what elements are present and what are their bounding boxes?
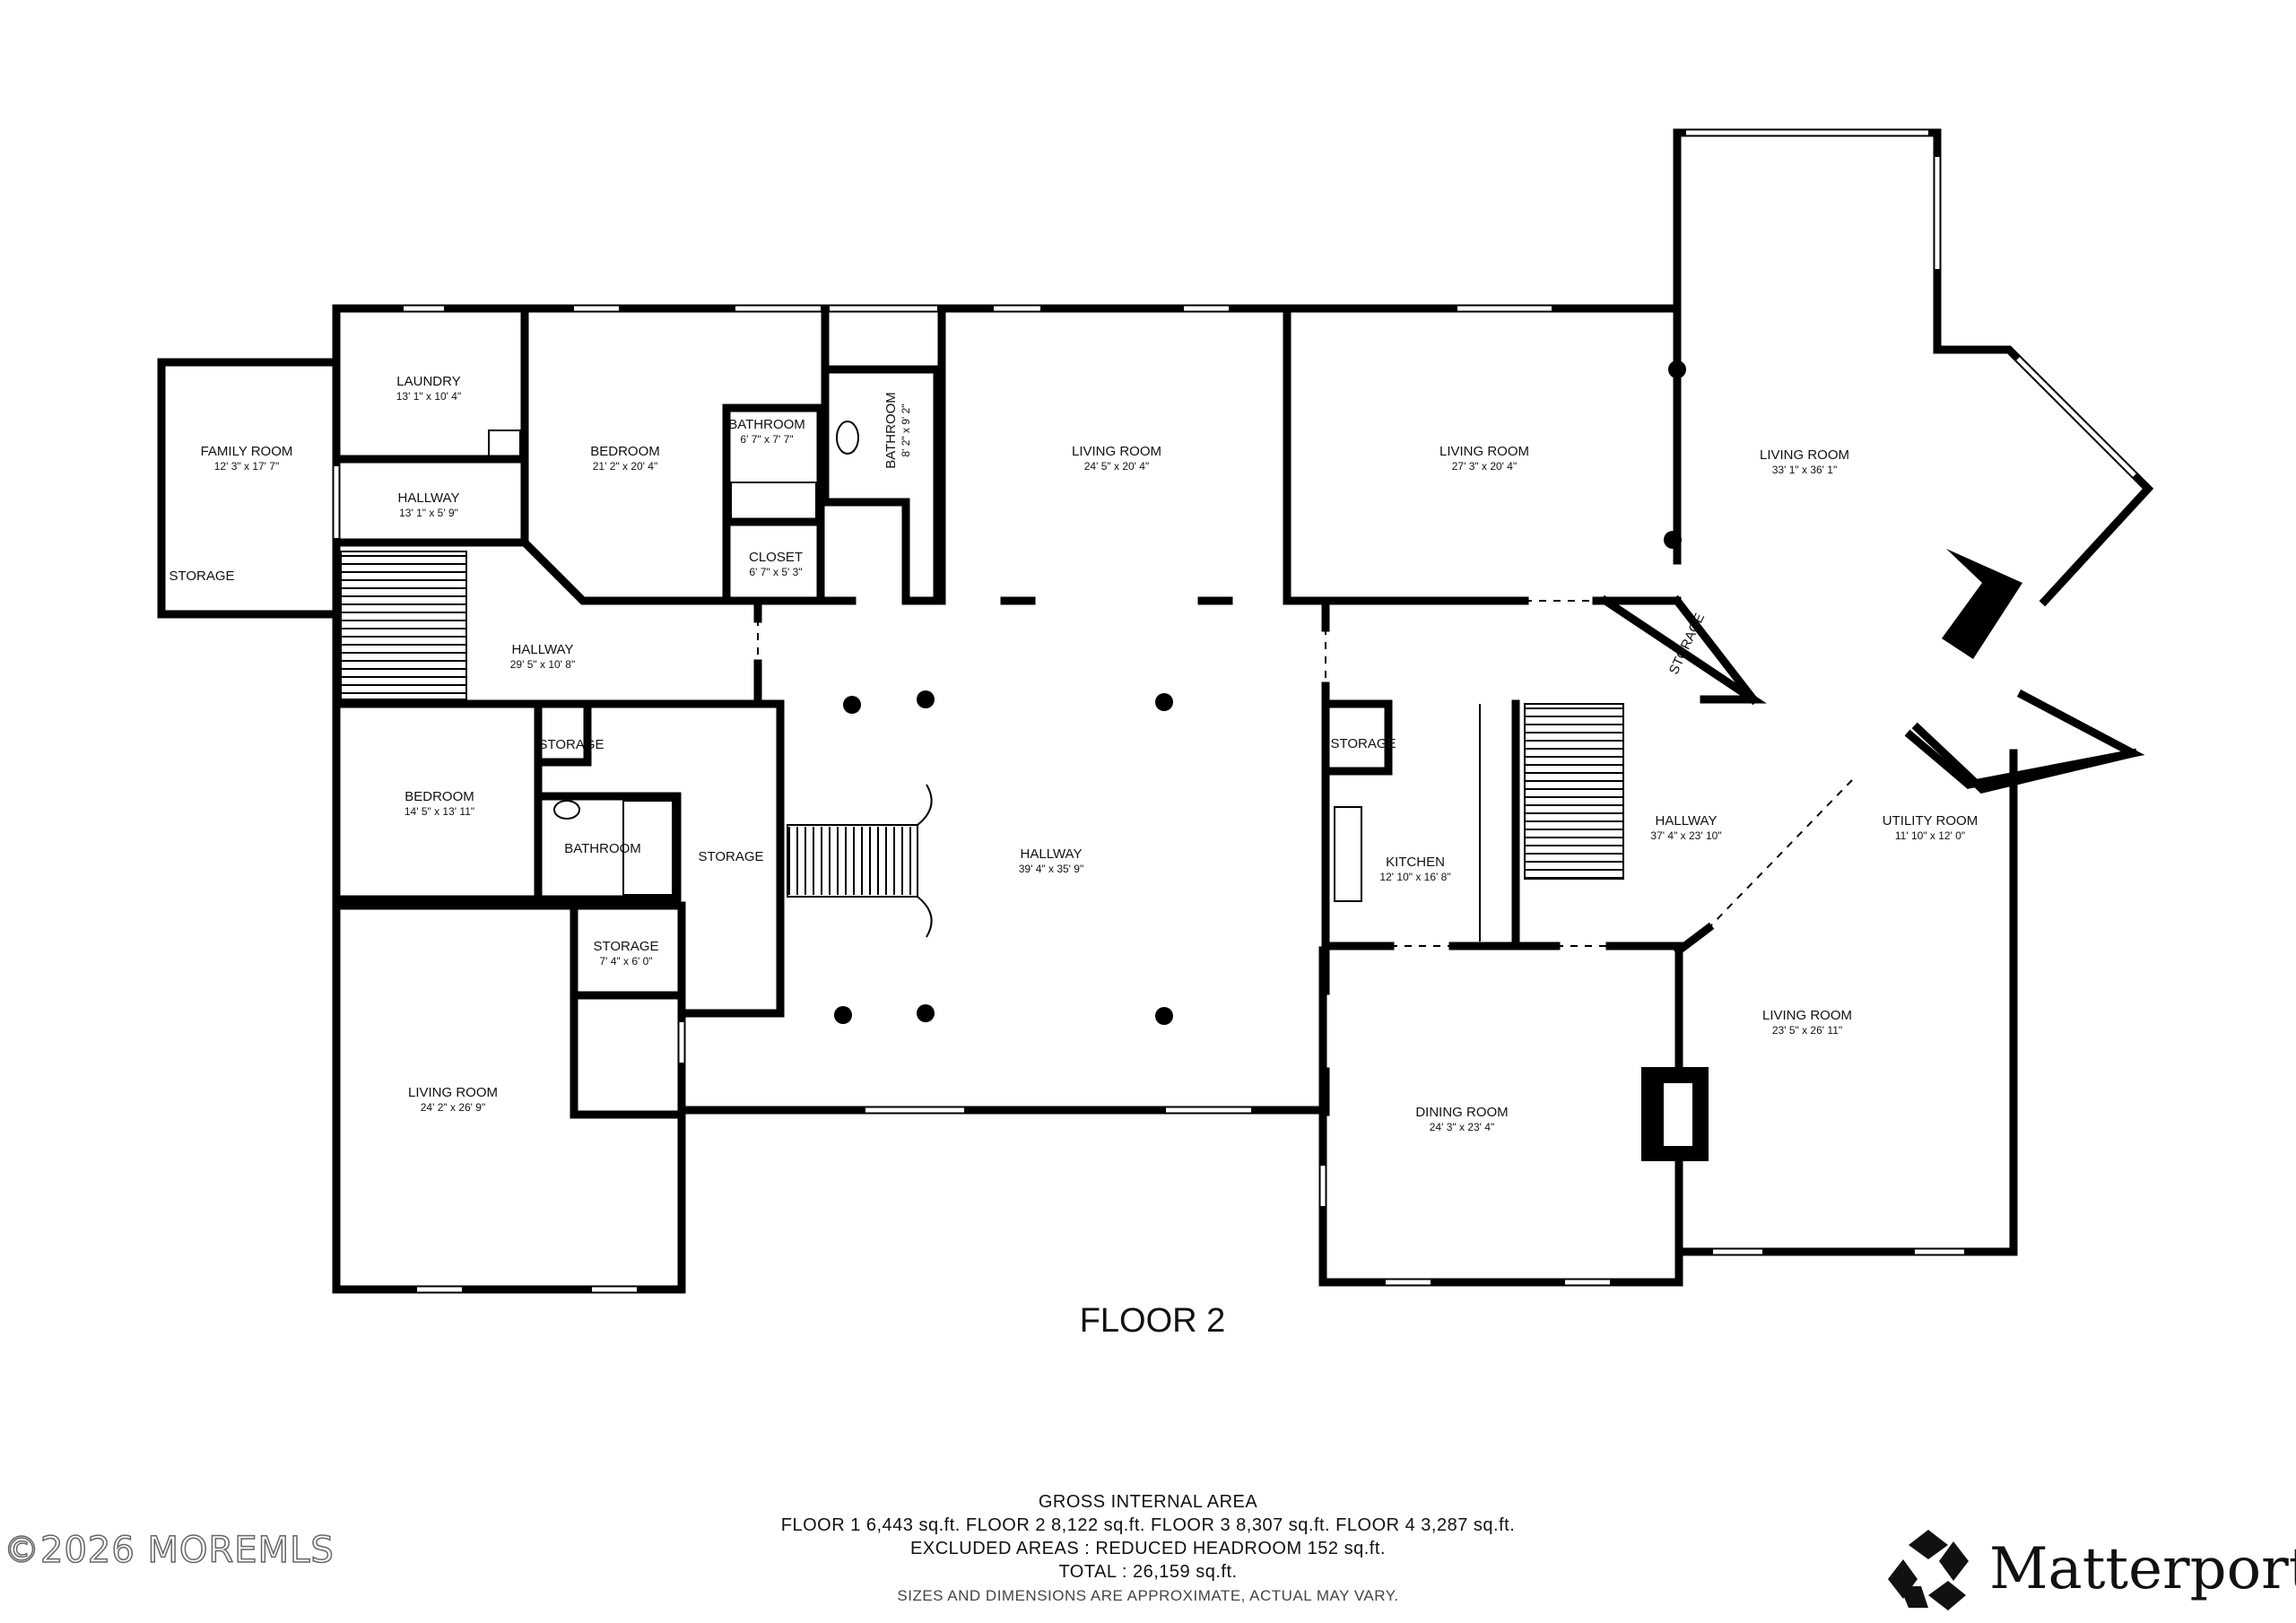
room-name-living-room-c: LIVING ROOM [1760,447,1849,463]
room-dims-living-room-b: 27' 3" x 20' 4" [1452,460,1517,473]
room-name-utility-room: UTILITY ROOM [1883,813,1978,829]
fixtures [488,421,1481,942]
room-name-living-room-e: LIVING ROOM [1762,1008,1852,1023]
room-name-hallway-a: HALLWAY [398,490,460,506]
room-name-dining-room: DINING ROOM [1415,1105,1508,1120]
room-name-bathroom-a: BATHROOM [728,417,805,432]
exterior-walls [157,128,2154,1294]
room-name-hallway-c: HALLWAY [1021,846,1083,862]
room-dims-storage-d: 7' 4" x 6' 0" [599,955,652,968]
room-name-bathroom-c: BATHROOM [564,841,641,856]
room-dims-living-room-c: 33' 1" x 36' 1" [1772,464,1837,476]
room-dims-bedroom-b: 14' 5" x 13' 11" [404,805,474,818]
room-name-storage-e: STORAGE [1330,736,1396,751]
matterport-wordmark: Matterport [1989,1536,2296,1602]
room-name-family-room: FAMILY ROOM [201,444,293,459]
room-name-closet: CLOSET [749,550,803,565]
room-name-bedroom-b: BEDROOM [404,789,474,804]
room-dims-hallway-b: 29' 5" x 10' 8" [510,658,575,671]
stairs [340,551,1624,938]
room-dims-family-room: 12' 3" x 17' 7" [214,460,279,473]
room-dims-bathroom-b: 8' 2" x 9' 2" [900,404,912,456]
area-disclaimer: SIZES AND DIMENSIONS ARE APPROXIMATE, AC… [897,1587,1399,1604]
room-dims-living-room-d: 24' 2" x 26' 9" [421,1101,485,1114]
watermark: ©2026 MOREMLS [3,1529,335,1572]
room-name-hallway-d: HALLWAY [1656,813,1718,829]
room-name-bedroom-a: BEDROOM [590,444,660,459]
room-name-storage-a: STORAGE [169,568,234,584]
room-dims-closet: 6' 7" x 5' 3" [749,566,802,578]
room-dims-hallway-a: 13' 1" x 5' 9" [399,507,458,519]
room-name-storage-c: STORAGE [698,849,763,864]
area-heading: GROSS INTERNAL AREA [1038,1492,1258,1512]
room-name-living-room-d: LIVING ROOM [408,1085,498,1100]
room-name-living-room-a: LIVING ROOM [1072,444,1161,459]
room-name-hallway-b: HALLWAY [512,642,574,657]
openings [757,369,1853,1072]
matterport-logo: Matterport [1883,1522,2296,1620]
room-name-storage-b: STORAGE [538,737,604,752]
room-name-living-room-b: LIVING ROOM [1439,444,1529,459]
area-total-line: TOTAL : 26,159 sq.ft. [1058,1562,1238,1582]
room-name-storage-d: STORAGE [593,939,658,954]
area-floors-line: FLOOR 1 6,443 sq.ft. FLOOR 2 8,122 sq.ft… [780,1515,1516,1535]
room-dims-dining-room: 24' 3" x 23' 4" [1430,1121,1494,1133]
room-dims-hallway-d: 37' 4" x 23' 10" [1650,829,1721,842]
floor-label: FLOOR 2 [1080,1302,1226,1340]
matterport-logo-icon [1888,1530,1969,1610]
room-dims-laundry: 13' 1" x 10' 4" [396,390,461,403]
room-dims-living-room-a: 24' 5" x 20' 4" [1084,460,1149,473]
room-dims-living-room-e: 23' 5" x 26' 11" [1772,1024,1842,1037]
room-name-kitchen: KITCHEN [1386,855,1445,870]
room-dims-kitchen: 12' 10" x 16' 8" [1379,871,1450,883]
columns [834,360,1686,1025]
windows [334,130,2136,1292]
room-dims-bathroom-a: 6' 7" x 7' 7" [740,433,793,446]
interior-walls [332,304,2022,1161]
room-name-bathroom-b: BATHROOM [883,392,899,469]
area-excluded-line: EXCLUDED AREAS : REDUCED HEADROOM 152 sq… [910,1539,1386,1558]
room-dims-utility-room: 11' 10" x 12' 0" [1895,829,1965,842]
room-name-laundry: LAUNDRY [396,374,460,389]
room-dims-bedroom-a: 21' 2" x 20' 4" [593,460,657,473]
room-dims-hallway-c: 39' 4" x 35' 9" [1019,863,1083,875]
